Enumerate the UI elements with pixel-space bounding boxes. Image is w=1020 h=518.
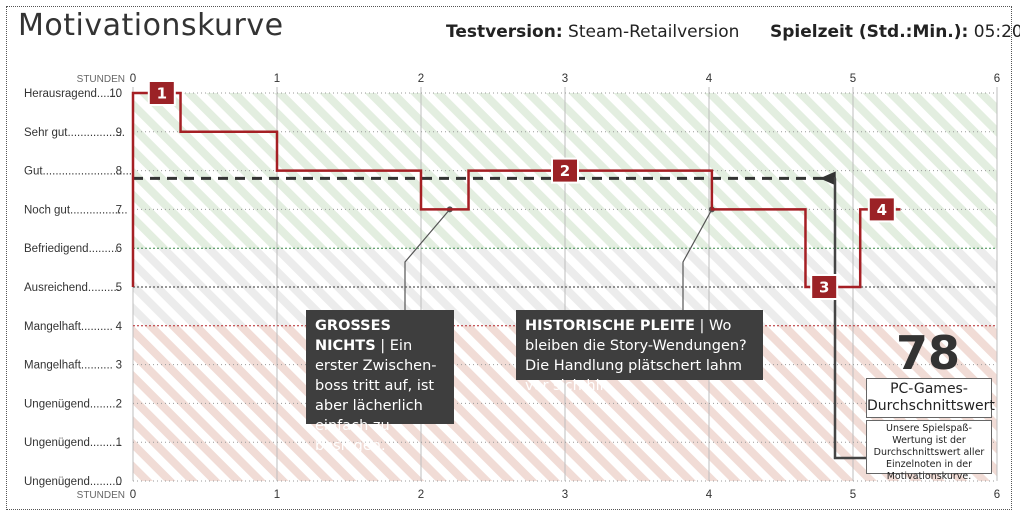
score-value: 78 — [896, 326, 961, 380]
playtime-value: 05:20 — [973, 22, 1020, 42]
marker-label-2: 2 — [560, 162, 570, 180]
x-tick-top: 4 — [706, 73, 713, 85]
playtime-label: Spielzeit (Std.:Min.): — [770, 22, 969, 42]
y-tick-label: Mangelhaft.......... — [24, 360, 113, 372]
marker-label-3: 3 — [819, 279, 829, 297]
callout-title: HISTORISCHE PLEITE — [525, 318, 695, 334]
score-description: Unsere Spielspaß-Wertung ist der Durchsc… — [866, 420, 992, 482]
x-tick-top: 3 — [562, 73, 568, 85]
callout-grosses-nichts: GROSSES NICHTS | Ein erster Zwischen-bos… — [306, 310, 454, 454]
score-label: PC-Games-Durchschnittswert — [866, 378, 995, 418]
y-tick-label: Ungenügend.......... — [24, 476, 122, 488]
x-tick-bottom: 0 — [130, 489, 136, 501]
marker-label-4: 4 — [877, 201, 887, 219]
y-tick-number: 4 — [116, 321, 123, 333]
y-tick-label: Ungenügend.......... — [24, 398, 122, 410]
callout-title: GROSSES NICHTS — [315, 318, 391, 354]
y-tick-number: 6 — [116, 243, 122, 255]
average-arrow — [819, 171, 836, 186]
y-tick-label: Mangelhaft.......... — [24, 321, 113, 333]
y-tick-label: Herausragend....... — [24, 88, 119, 100]
y-tick-number: 10 — [109, 88, 122, 100]
y-tick-number: 3 — [116, 360, 122, 372]
y-tick-label: Befriedigend......... — [24, 243, 117, 255]
y-tick-number: 5 — [116, 282, 122, 294]
marker-box-1 — [147, 80, 176, 106]
x-tick-top: 0 — [130, 73, 136, 85]
x-tick-bottom: 5 — [850, 489, 856, 501]
test-version-label: Testversion: — [446, 22, 563, 42]
playtime: Spielzeit (Std.:Min.): 05:20 — [770, 22, 1020, 42]
y-tick-number: 0 — [116, 476, 122, 488]
marker-box-4 — [867, 196, 896, 223]
marker-box-3 — [810, 274, 839, 300]
x-tick-top: 2 — [418, 73, 424, 85]
callout-leader-1 — [682, 209, 713, 310]
x-tick-bottom: 6 — [994, 489, 1000, 501]
test-version-value: Steam-Retailversion — [568, 22, 740, 42]
y-tick-label: Gut............................ — [24, 166, 132, 178]
x-axis-label-bottom: STUNDEN — [77, 490, 125, 501]
y-tick-label: Sehr gut.................. — [24, 127, 125, 139]
callout-leader-0 — [404, 209, 451, 310]
y-tick-label: Ausreichend.......... — [24, 282, 120, 294]
y-tick-number: 1 — [116, 437, 122, 449]
y-tick-label: Noch gut.................. — [24, 204, 128, 216]
x-tick-bottom: 2 — [418, 489, 424, 501]
x-tick-bottom: 1 — [274, 489, 280, 501]
average-connector — [833, 177, 866, 460]
page-title: Motivationskurve — [18, 8, 284, 43]
x-tick-top: 6 — [994, 73, 1000, 85]
callout-text: Ein erster Zwischen-boss tritt auf, ist … — [315, 338, 437, 454]
x-axis-label-top: STUNDEN — [77, 74, 125, 85]
x-tick-bottom: 3 — [562, 489, 568, 501]
x-tick-bottom: 4 — [706, 489, 713, 501]
test-version: Testversion: Steam-Retailversion — [446, 22, 739, 42]
y-tick-number: 9 — [116, 127, 122, 139]
callout-text: Wo bleiben die Story-Wendungen? Die Hand… — [525, 318, 747, 394]
y-tick-label: Ungenügend.......... — [24, 437, 122, 449]
callout-historische-pleite: HISTORISCHE PLEITE | Wo bleiben die Stor… — [516, 310, 763, 394]
x-tick-top: 1 — [274, 73, 280, 85]
y-tick-number: 2 — [116, 398, 122, 410]
marker-label-1: 1 — [157, 85, 167, 103]
marker-box-2 — [551, 157, 579, 184]
y-tick-number: 8 — [116, 166, 122, 178]
x-tick-top: 5 — [850, 73, 856, 85]
y-tick-number: 7 — [116, 204, 122, 216]
